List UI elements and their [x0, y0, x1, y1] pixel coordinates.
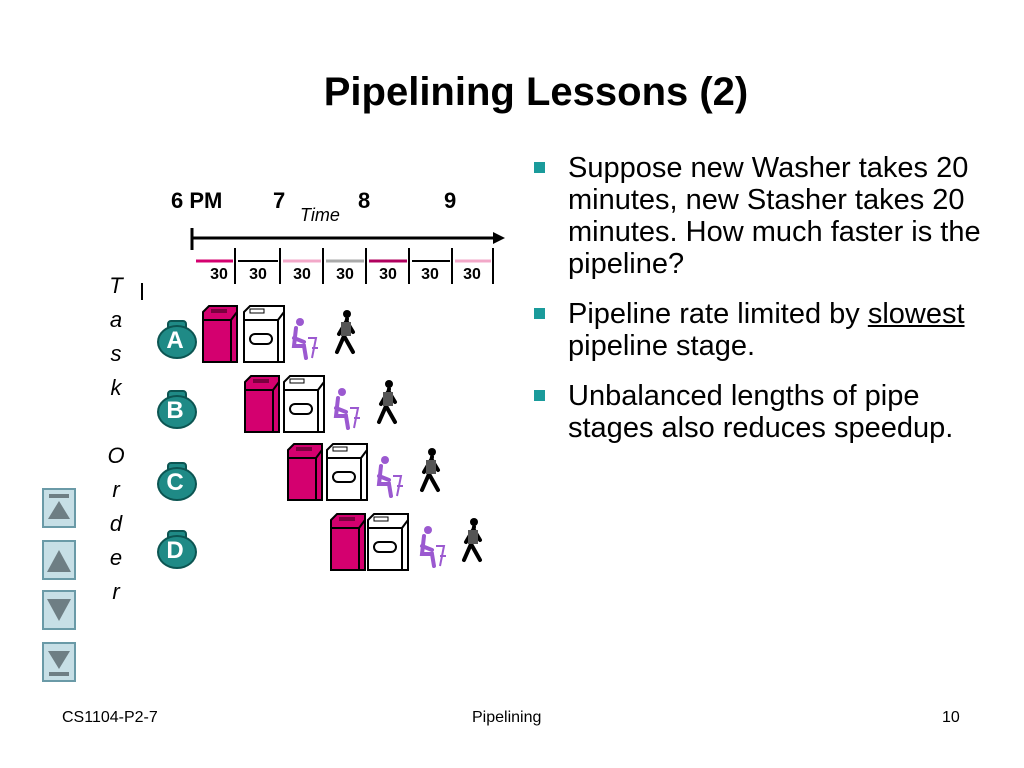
nav-first-button[interactable]	[42, 488, 76, 528]
task-row-c	[287, 443, 440, 501]
dryer-icon	[367, 513, 409, 571]
slide-number: 10	[942, 709, 960, 726]
task-order-letter: T	[109, 273, 123, 298]
task-order-letter: a	[109, 307, 123, 332]
segment-label: 30	[293, 266, 311, 283]
nav-down-button[interactable]	[42, 590, 76, 630]
square-bullet-icon	[534, 162, 545, 173]
task-row-d	[330, 513, 482, 571]
task-label: A	[166, 327, 184, 354]
bullet-list: Suppose new Washer takes 20 minutes, new…	[530, 152, 1000, 462]
square-bullet-icon	[534, 390, 545, 401]
time-label-7: 7	[273, 188, 286, 213]
task-bag-d: D	[155, 530, 197, 570]
bullet-text: Unbalanced lengths of pipe stages also r…	[568, 380, 954, 444]
time-label-8: 8	[358, 188, 371, 213]
task-row-a	[202, 305, 355, 363]
nav-last-icon	[48, 651, 70, 676]
task-order-letter: r	[112, 579, 120, 604]
footer-center: Pipelining	[472, 709, 542, 726]
nav-up-button[interactable]	[42, 540, 76, 580]
nav-first-icon	[48, 494, 70, 519]
segment-label: 30	[249, 266, 267, 283]
washer-icon	[202, 305, 238, 363]
time-axis-label: Time	[300, 205, 340, 225]
washer-icon	[287, 443, 323, 501]
nav-last-button[interactable]	[42, 642, 76, 682]
washer-icon	[244, 375, 280, 433]
square-bullet-icon	[534, 308, 545, 319]
folder-person-icon	[420, 524, 448, 568]
task-bag-c: C	[155, 462, 197, 502]
segment-label: 30	[210, 266, 228, 283]
task-order-letter: d	[109, 511, 123, 536]
laundry-stages	[202, 305, 482, 571]
segment-label: 30	[463, 266, 481, 283]
segment-label: 30	[421, 266, 439, 283]
task-order-letter: e	[109, 545, 123, 570]
task-label: B	[166, 397, 184, 424]
dryer-icon	[243, 305, 285, 363]
nav-down-icon	[47, 599, 71, 621]
dryer-icon	[283, 375, 325, 433]
bullet-text-after: pipeline stage.	[568, 330, 756, 362]
time-label-9: 9	[444, 188, 457, 213]
walking-person-icon	[377, 378, 397, 424]
walking-person-icon	[420, 446, 440, 492]
walking-person-icon	[335, 308, 355, 354]
dryer-icon	[326, 443, 368, 501]
bullet-text-underlined: slowest	[867, 298, 965, 330]
bullet-text: Suppose new Washer takes 20 minutes, new…	[568, 152, 981, 280]
task-order-letter: s	[110, 341, 122, 366]
timeline-diagram	[141, 228, 505, 300]
segment-label: 30	[379, 266, 397, 283]
task-bag-a: A	[155, 320, 197, 360]
washer-icon	[330, 513, 366, 571]
folder-person-icon	[334, 386, 362, 430]
task-bag-b: B	[155, 390, 197, 430]
footer-left: CS1104-P2-7	[62, 709, 158, 726]
folder-person-icon	[292, 316, 320, 360]
nav-up-icon	[47, 550, 71, 572]
bullet-item: Unbalanced lengths of pipe stages also r…	[530, 380, 1000, 444]
task-order-letter: k	[110, 375, 122, 400]
bullet-item: Suppose new Washer takes 20 minutes, new…	[530, 152, 1000, 280]
time-label-6pm: 6 PM	[171, 188, 223, 213]
slide-title: Pipelining Lessons (2)	[323, 70, 749, 114]
bullet-item: Pipeline rate limited by slowest pipelin…	[530, 298, 1000, 362]
walking-person-icon	[462, 516, 482, 562]
task-order-letter: O	[107, 443, 125, 468]
segment-label: 30	[336, 266, 354, 283]
task-label: C	[166, 469, 184, 496]
task-order-letter: r	[112, 477, 120, 502]
folder-person-icon	[377, 454, 405, 498]
task-row-b	[244, 375, 397, 433]
bullet-text-before: Pipeline rate limited by	[568, 298, 868, 330]
task-label: D	[166, 537, 184, 564]
time-axis-arrowhead	[493, 232, 505, 244]
